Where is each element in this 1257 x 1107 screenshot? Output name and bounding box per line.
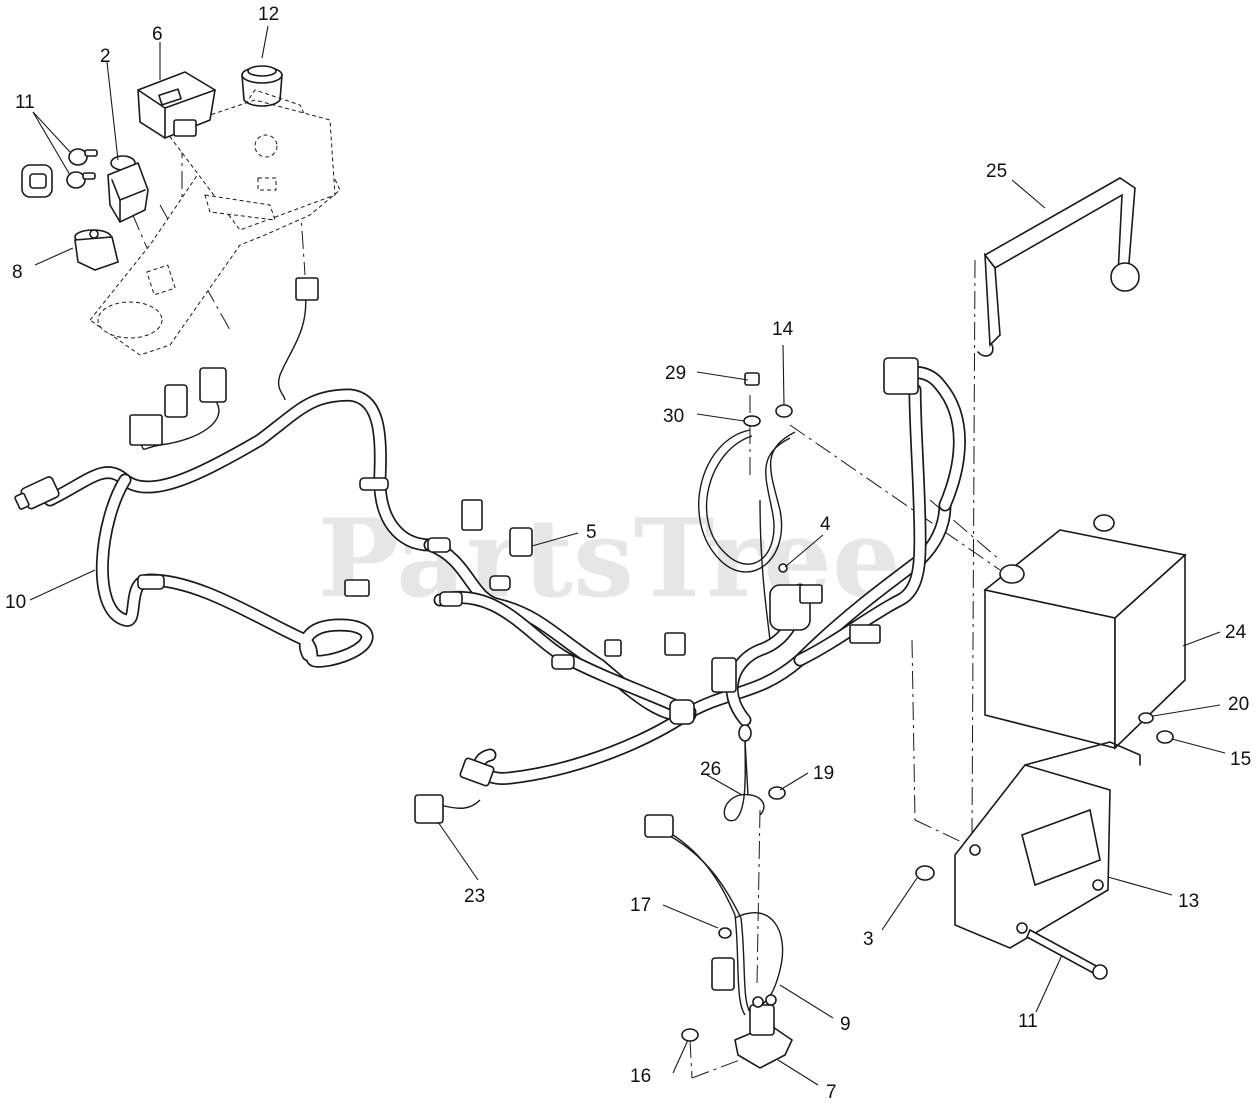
part-24-battery xyxy=(983,514,1187,750)
callout-29: 29 xyxy=(665,363,686,384)
control-panel xyxy=(89,89,341,356)
callout-19: 19 xyxy=(813,763,834,784)
callout-24: 24 xyxy=(1225,622,1247,643)
harness-connectors xyxy=(14,277,919,787)
callout-20: 20 xyxy=(1228,694,1249,715)
callout-16: 16 xyxy=(630,1066,651,1087)
part-6-hour-meter xyxy=(137,71,216,139)
harness-clamps xyxy=(137,477,695,725)
part-8-ignition-switch xyxy=(74,229,119,271)
callout-10: 10 xyxy=(5,592,26,613)
callout-4: 4 xyxy=(820,514,831,535)
callout-14: 14 xyxy=(772,319,794,340)
callout-15: 15 xyxy=(1230,749,1251,770)
callout-3: 3 xyxy=(863,929,874,950)
callout-11: 11 xyxy=(15,92,35,113)
callout-17: 17 xyxy=(630,895,651,916)
callout-9: 9 xyxy=(840,1014,851,1035)
callout-23: 23 xyxy=(464,886,485,907)
callout-8: 8 xyxy=(12,262,23,283)
part-2-pto-switch xyxy=(107,155,149,224)
callout-leaders xyxy=(29,25,1226,1086)
callout-7: 7 xyxy=(826,1082,837,1103)
thin-wires xyxy=(139,289,796,1016)
callout-labels: 12 6 2 11 8 10 25 29 14 30 5 4 24 20 15 … xyxy=(5,4,1251,1103)
callout-25: 25 xyxy=(986,161,1007,182)
part-25-battery-strap xyxy=(977,177,1140,357)
callout-26: 26 xyxy=(700,759,721,780)
callout-2: 2 xyxy=(100,46,111,67)
callout-11b: 11 xyxy=(1018,1011,1038,1032)
part-11-keys xyxy=(21,148,98,198)
part-7-starter-solenoid xyxy=(734,994,794,1069)
callout-12: 12 xyxy=(258,4,279,25)
hardware xyxy=(414,372,1174,1042)
part-12-power-outlet xyxy=(241,65,283,107)
part-13-battery-bracket xyxy=(954,741,1141,949)
callout-6: 6 xyxy=(152,24,163,45)
callout-5: 5 xyxy=(586,522,597,543)
callout-13: 13 xyxy=(1178,891,1199,912)
callout-30: 30 xyxy=(663,406,684,427)
